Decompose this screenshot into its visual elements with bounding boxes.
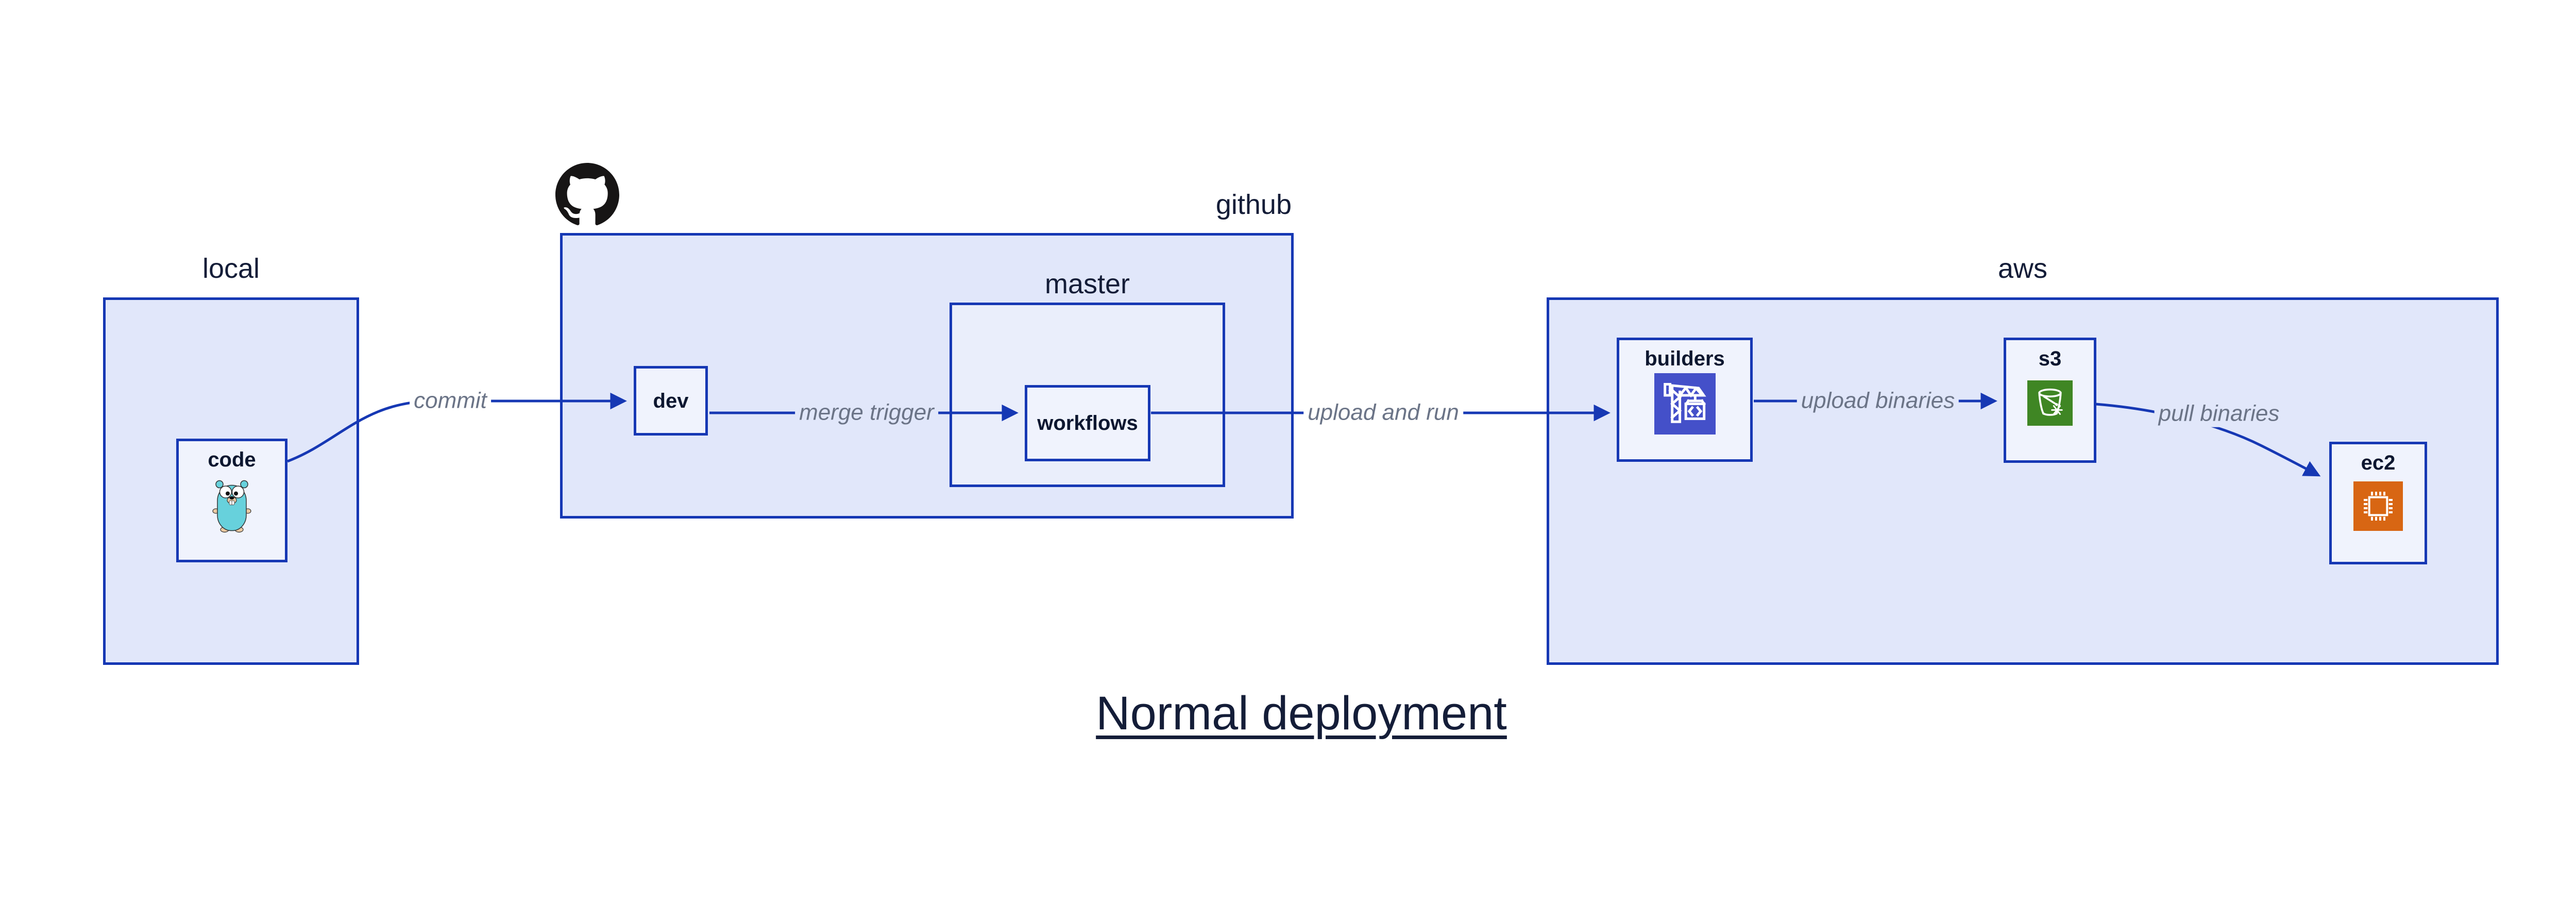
edge-label-merge-trigger: merge trigger [795,399,938,426]
dev-branch-node: dev [634,366,708,436]
edge-label-upload-and-run: upload and run [1303,399,1463,426]
builders-node: builders [1617,338,1753,462]
edge-label-upload-binaries: upload binaries [1797,388,1959,414]
ec2-node-label: ec2 [2361,452,2396,474]
s3-bucket-snowflake-icon [2027,380,2073,426]
master-branch-label: master [1044,269,1130,299]
go-gopher-icon [212,480,251,533]
edge-label-pull-binaries: pull binaries [2154,400,2284,427]
codebuild-crane-icon [1654,373,1716,435]
edge-label-commit: commit [410,388,491,414]
diagram-title: Normal deployment [1096,687,1507,740]
github-octocat-icon [555,163,619,225]
code-node: code [176,439,287,562]
github-octocat-icon [555,163,619,229]
builders-node-label: builders [1645,347,1725,370]
ec2-chip-icon [2353,481,2403,531]
ec2-node: ec2 [2329,442,2427,564]
code-node-label: code [208,448,256,471]
workflows-node-label: workflows [1037,412,1138,435]
workflows-node: workflows [1025,385,1150,461]
dev-node-label: dev [653,389,689,412]
s3-node-label: s3 [2038,347,2062,370]
local-group-label: local [202,253,260,284]
aws-group-label: aws [1997,253,2048,284]
github-group-label: github [1215,189,1292,220]
s3-node: s3 [2004,338,2096,463]
